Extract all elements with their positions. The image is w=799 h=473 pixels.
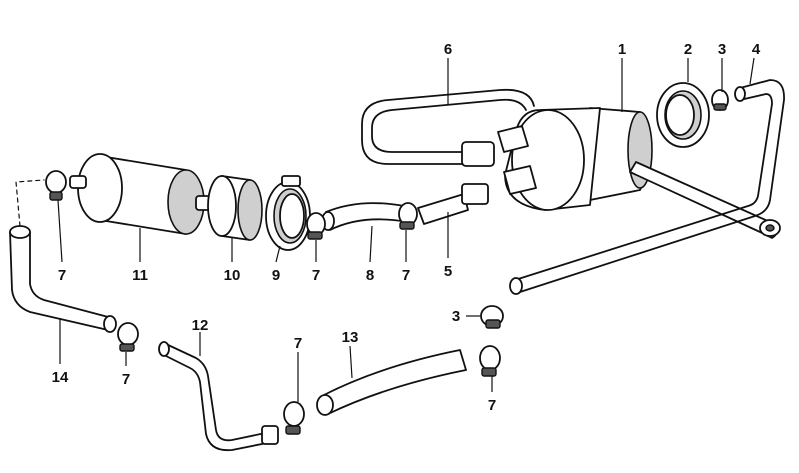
- callout-7-filter-left: 7: [58, 267, 66, 284]
- part-5-fitting: [417, 183, 489, 225]
- callout-6: 6: [444, 41, 452, 58]
- callout-14: 14: [52, 369, 69, 386]
- callout-4: 4: [752, 41, 761, 58]
- callouts: 1 2 3 3 4 5 6 7 7 7 7 7 7 8 9 10 11 12 1…: [52, 41, 761, 414]
- callout-3-lower: 3: [452, 308, 460, 325]
- callout-7-pipe-12: 7: [294, 335, 302, 352]
- callout-12: 12: [192, 317, 209, 334]
- clamp-7-hose-13: [479, 345, 501, 377]
- part-2-rubber-ring: [656, 82, 710, 148]
- callout-3-top: 3: [718, 41, 726, 58]
- callout-7-hose-13: 7: [488, 397, 496, 414]
- callout-8: 8: [366, 267, 374, 284]
- callout-10: 10: [224, 267, 241, 284]
- clamp-3-top: [711, 89, 729, 111]
- callout-7-pump-hose: 7: [402, 267, 410, 284]
- part-14-bent-hose: [9, 179, 117, 333]
- callout-5: 5: [444, 263, 452, 280]
- callout-9: 9: [272, 267, 280, 284]
- part-13-hose: [316, 349, 467, 416]
- callout-7-filter-right: 7: [312, 267, 320, 284]
- part-11-fuel-filter: [69, 153, 211, 235]
- clamp-7-hose-14: [117, 322, 139, 352]
- part-10-sleeve: [207, 175, 263, 241]
- part-8-short-hose: [321, 202, 409, 231]
- part-1-fuel-pump: [461, 107, 781, 239]
- part-6-bent-tube: [361, 88, 535, 165]
- callout-7-hose-14: 7: [122, 371, 130, 388]
- clamp-7-filter-left: [45, 170, 67, 201]
- callout-11: 11: [132, 267, 148, 284]
- clamp-7-pump-hose: [398, 202, 418, 230]
- leader-lines: [57, 57, 755, 402]
- callout-13: 13: [342, 329, 359, 346]
- callout-1: 1: [618, 41, 626, 58]
- part-9-clamp-band: [265, 175, 311, 251]
- clamp-3-lower: [480, 305, 504, 329]
- part-4-hose: [509, 79, 785, 295]
- clamp-7-filter-right: [306, 212, 326, 240]
- clamp-7-pipe-12: [283, 401, 305, 435]
- callout-2: 2: [684, 41, 692, 58]
- part-12-bent-pipe: [158, 341, 279, 452]
